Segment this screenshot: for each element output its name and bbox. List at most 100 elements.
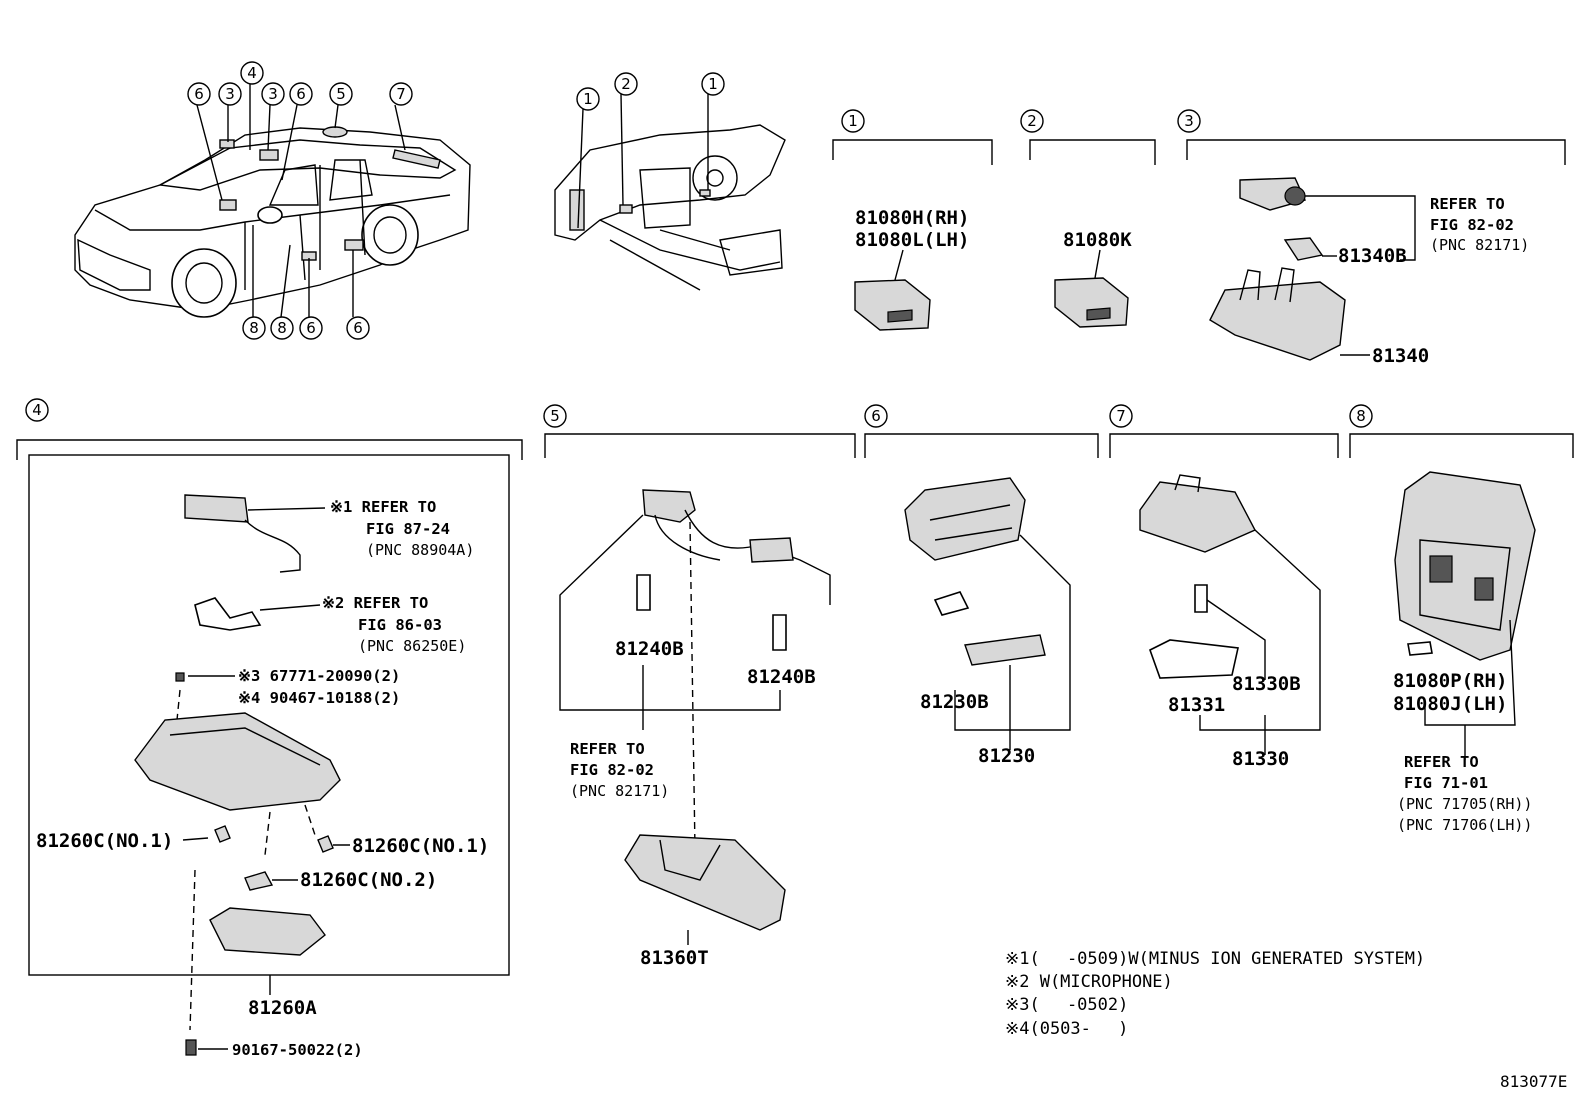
refer-line-1: REFER TO — [1430, 195, 1505, 213]
refer1-pnc: (PNC 88904A) — [366, 541, 474, 559]
section-7-drawing — [1139, 474, 1321, 755]
refer2-fig[interactable]: FIG 86-03 — [358, 616, 442, 634]
callout-6: 6 — [187, 82, 211, 106]
part-number-81260c-no2[interactable]: 81260C(NO.2) — [300, 869, 437, 891]
part-number-81230[interactable]: 81230 — [978, 745, 1035, 767]
part-number-81240b-left[interactable]: 81240B — [615, 638, 684, 660]
dash-callout-leaders — [577, 93, 709, 229]
refer8-fig[interactable]: FIG 71-01 — [1404, 774, 1488, 792]
svg-text:6: 6 — [194, 85, 204, 103]
part-number-81340b[interactable]: 81340B — [1338, 245, 1407, 267]
refer2-pnc: (PNC 86250E) — [358, 637, 466, 655]
footnote-1: ※1( -0509)W(MINUS ION GENERATED SYSTEM) — [1005, 949, 1425, 969]
dash-callout-circles: 1 2 1 — [576, 72, 725, 111]
figure-code: 813077E — [1500, 1072, 1567, 1091]
section-6-drawing — [904, 477, 1071, 750]
callout-6: 6 — [346, 316, 370, 340]
section-2-number: 2 — [1020, 109, 1044, 133]
refer1-line-1: ※1 REFER TO — [330, 498, 436, 516]
svg-text:8: 8 — [1356, 407, 1366, 425]
callout-6: 6 — [299, 316, 323, 340]
refer1-fig[interactable]: FIG 87-24 — [366, 520, 450, 538]
part-number-81330b[interactable]: 81330B — [1232, 673, 1301, 695]
callout-5: 5 — [329, 82, 353, 106]
callout-7: 7 — [389, 82, 413, 106]
section-7-number: 7 — [1109, 404, 1133, 428]
part-number-81331[interactable]: 81331 — [1168, 694, 1225, 716]
svg-text:7: 7 — [1116, 407, 1126, 425]
svg-text:7: 7 — [396, 85, 406, 103]
part-number-81240b-right[interactable]: 81240B — [747, 666, 816, 688]
section-4-drawing — [134, 494, 350, 1056]
car-callout-leaders — [196, 84, 406, 318]
part-number-81330[interactable]: 81330 — [1232, 748, 1289, 770]
svg-text:8: 8 — [249, 319, 259, 337]
part-number-81230b[interactable]: 81230B — [920, 691, 989, 713]
screw-note-4[interactable]: ※4 90467-10188(2) — [238, 689, 400, 707]
svg-text:8: 8 — [277, 319, 287, 337]
part-number-81080h[interactable]: 81080H(RH) — [855, 207, 969, 229]
section-1-drawing — [854, 249, 931, 331]
svg-text:4: 4 — [247, 64, 257, 82]
footnote-3: ※3( -0502) — [1005, 995, 1128, 1015]
refer5-fig[interactable]: FIG 82-02 — [570, 761, 654, 779]
part-number-81260c-no1-left[interactable]: 81260C(NO.1) — [36, 830, 173, 852]
section-number-circles: 1 2 3 4 5 6 7 8 — [25, 109, 1373, 428]
svg-text:6: 6 — [296, 85, 306, 103]
svg-text:5: 5 — [336, 85, 346, 103]
refer2-line-1: ※2 REFER TO — [322, 594, 428, 612]
svg-text:1: 1 — [708, 75, 718, 93]
callout-2: 2 — [614, 72, 638, 96]
car-callout-circles: 6 3 4 3 6 5 7 8 8 6 6 — [187, 61, 413, 340]
svg-text:2: 2 — [621, 75, 631, 93]
section-4-number: 4 — [25, 398, 49, 422]
section-5-number: 5 — [543, 404, 567, 428]
svg-text:5: 5 — [550, 407, 560, 425]
callout-8: 8 — [270, 316, 294, 340]
section-3-drawing — [1209, 177, 1416, 361]
refer5-line-1: REFER TO — [570, 740, 645, 758]
section-6-number: 6 — [864, 404, 888, 428]
callout-4: 4 — [240, 61, 264, 85]
svg-text:6: 6 — [353, 319, 363, 337]
part-number-81080l[interactable]: 81080L(LH) — [855, 229, 969, 251]
part-number-81080j[interactable]: 81080J(LH) — [1393, 693, 1507, 715]
section-8-drawing — [1394, 471, 1536, 760]
refer8-pnc-lh: (PNC 71706(LH)) — [1397, 816, 1532, 834]
section-5-drawing — [559, 489, 831, 945]
part-number-81360t[interactable]: 81360T — [640, 947, 709, 969]
refer-pnc: (PNC 82171) — [1430, 236, 1529, 254]
svg-text:3: 3 — [268, 85, 278, 103]
section-8-number: 8 — [1349, 404, 1373, 428]
callout-6: 6 — [289, 82, 313, 106]
screw-note-3[interactable]: ※3 67771-20090(2) — [238, 667, 400, 685]
part-number-81260a[interactable]: 81260A — [248, 997, 317, 1019]
callout-3: 3 — [261, 82, 285, 106]
svg-text:4: 4 — [32, 401, 42, 419]
section-2-drawing — [1054, 249, 1129, 328]
svg-text:1: 1 — [583, 90, 593, 108]
footnote-4: ※4(0503- ) — [1005, 1019, 1128, 1039]
part-number-90167[interactable]: 90167-50022(2) — [232, 1041, 363, 1059]
callout-1: 1 — [701, 72, 725, 96]
part-number-81260c-no1-right[interactable]: 81260C(NO.1) — [352, 835, 489, 857]
section-brackets — [16, 139, 1574, 976]
footnote-2: ※2 W(MICROPHONE) — [1005, 972, 1173, 992]
refer-fig[interactable]: FIG 82-02 — [1430, 216, 1514, 234]
part-number-81340[interactable]: 81340 — [1372, 345, 1429, 367]
svg-text:6: 6 — [306, 319, 316, 337]
refer5-pnc: (PNC 82171) — [570, 782, 669, 800]
car-illustration — [74, 126, 471, 318]
refer8-line-1: REFER TO — [1404, 753, 1479, 771]
svg-text:2: 2 — [1027, 112, 1037, 130]
part-number-81080p[interactable]: 81080P(RH) — [1393, 670, 1507, 692]
section-1-number: 1 — [841, 109, 865, 133]
callout-1: 1 — [576, 87, 600, 111]
part-number-81080k[interactable]: 81080K — [1063, 229, 1132, 251]
dashboard-illustration — [554, 124, 786, 291]
callout-8: 8 — [242, 316, 266, 340]
svg-text:1: 1 — [848, 112, 858, 130]
svg-text:6: 6 — [871, 407, 881, 425]
refer8-pnc-rh: (PNC 71705(RH)) — [1397, 795, 1532, 813]
